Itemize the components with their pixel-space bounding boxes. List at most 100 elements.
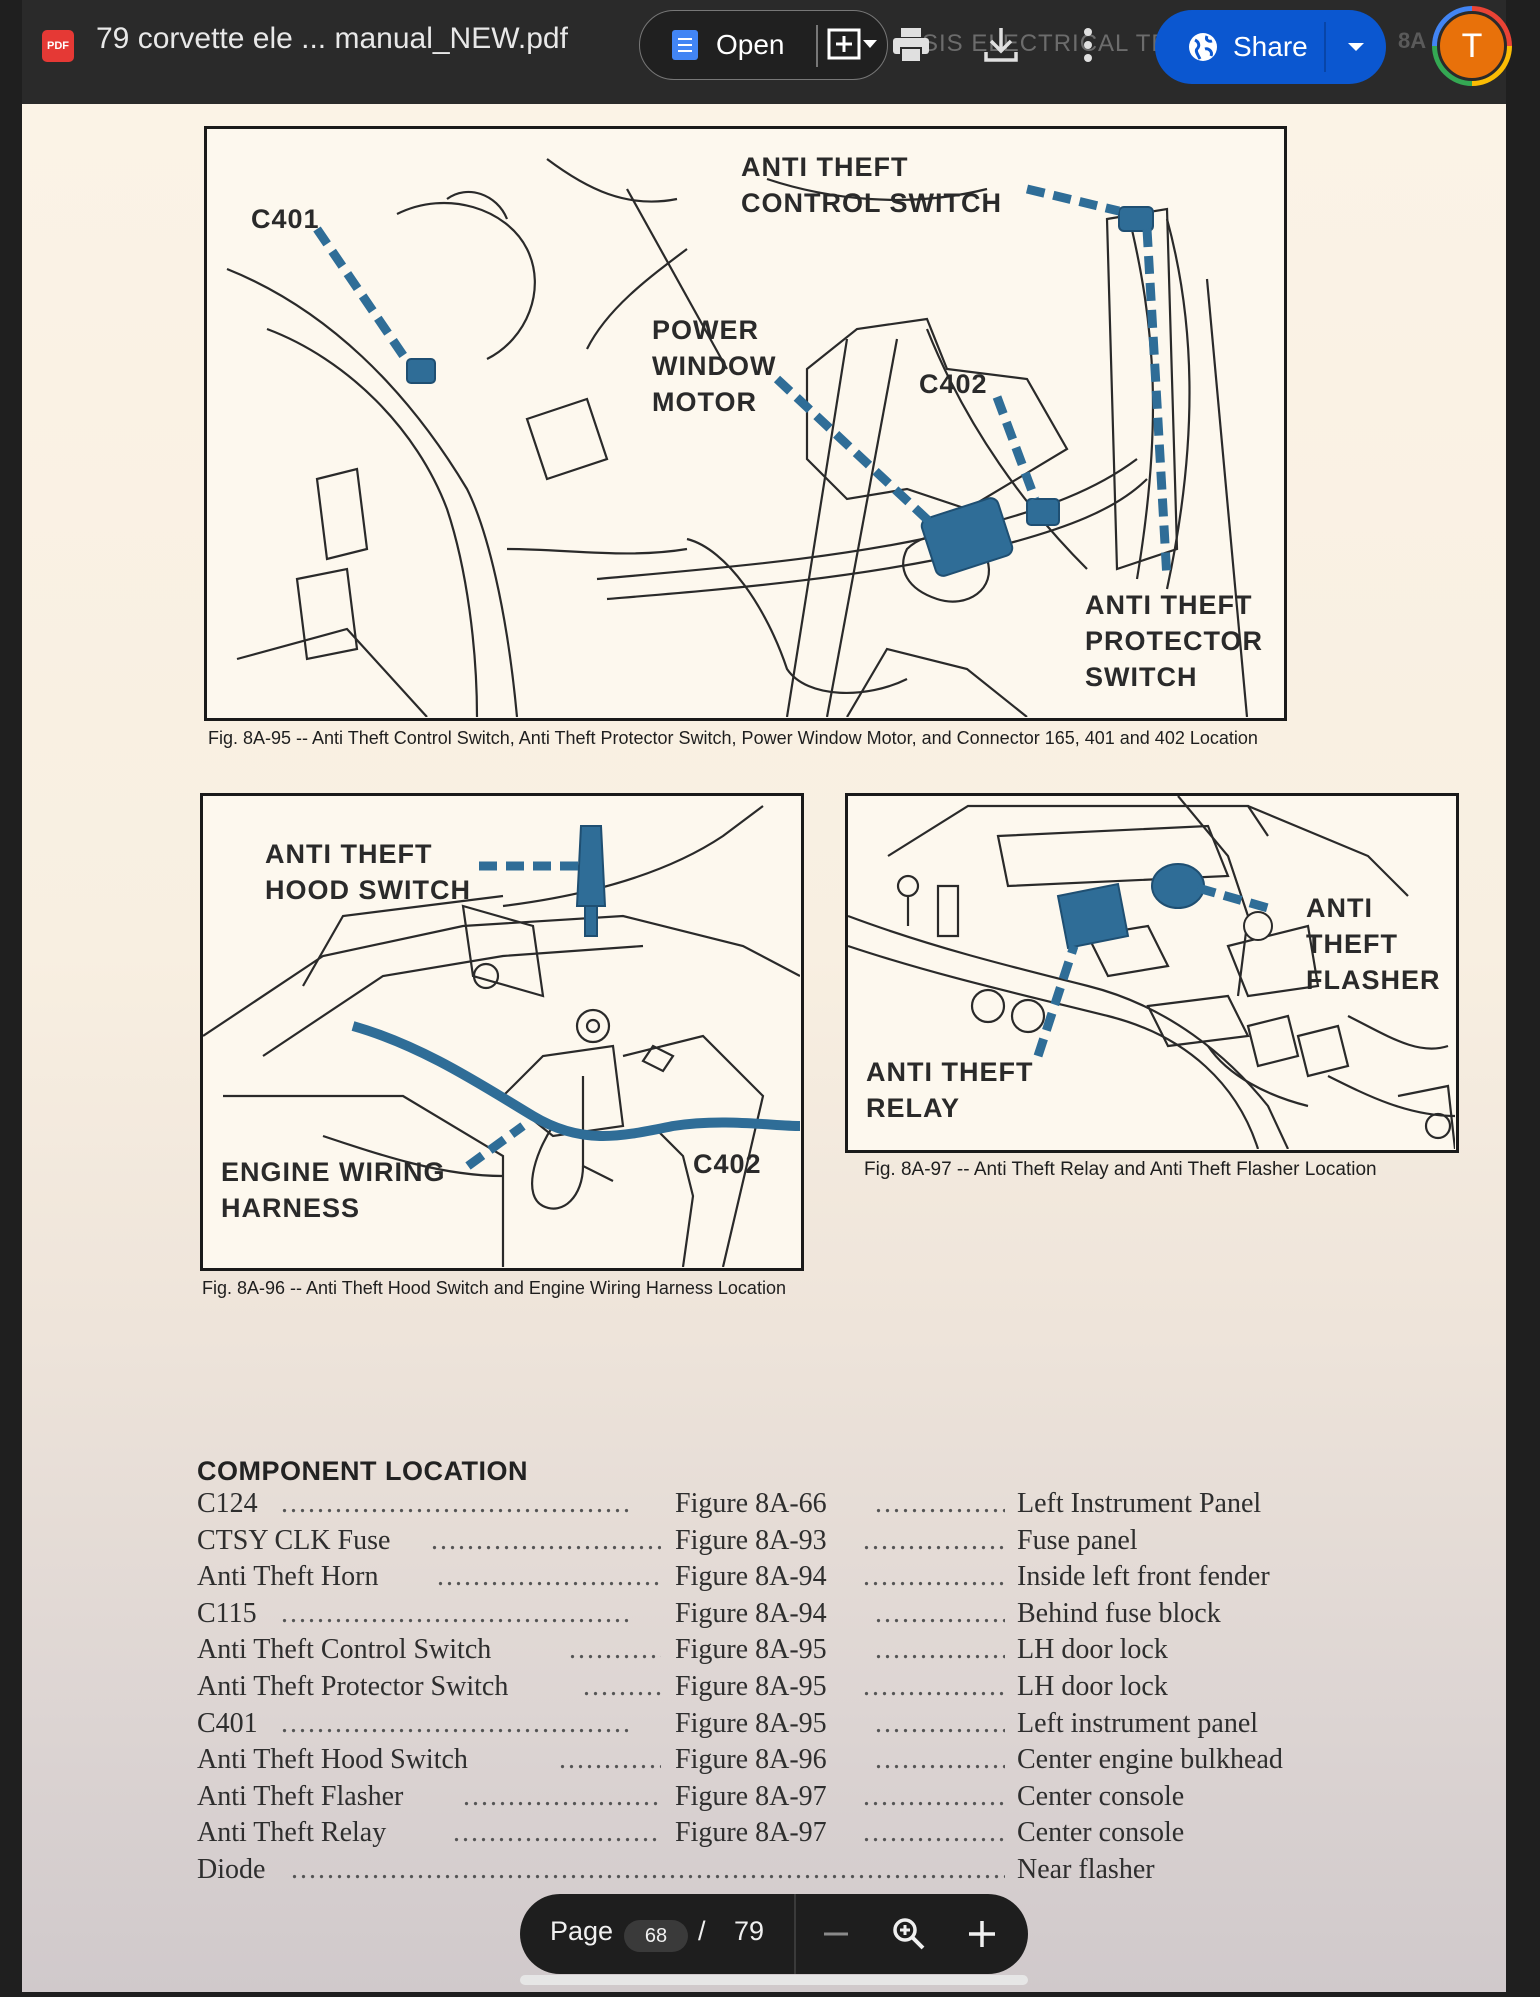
more-options-button[interactable] xyxy=(1065,22,1111,68)
component-location-table: C124 ...................................… xyxy=(197,1488,1377,1891)
pdf-file-icon: PDF xyxy=(42,30,74,62)
component-location: Inside left front fender xyxy=(1017,1561,1270,1593)
globe-icon xyxy=(1189,33,1217,61)
label-anti-theft-flasher: ANTI THEFT FLASHER xyxy=(1306,893,1441,995)
label-anti-theft-hood-switch: ANTI THEFT HOOD SWITCH xyxy=(265,839,471,905)
component-figure: Figure 8A-66 xyxy=(675,1488,827,1519)
label-anti-theft-control-switch: ANTI THEFT CONTROL SWITCH xyxy=(741,152,1002,218)
page-navigation-bar: Page 68 / 79 xyxy=(520,1894,1028,1974)
component-name: Anti Theft Flasher xyxy=(197,1780,404,1812)
docs-icon xyxy=(672,30,698,60)
component-figure: Figure 8A-96 xyxy=(675,1744,827,1776)
table-row: Anti Theft Flasher .....................… xyxy=(197,1780,1185,1812)
print-button[interactable] xyxy=(888,22,934,68)
figure-8a-96: ANTI THEFT HOOD SWITCH ENGINE WIRING HAR… xyxy=(200,793,804,1271)
share-button-label: Share xyxy=(1233,31,1308,62)
open-with-button[interactable] xyxy=(818,11,888,79)
zoom-out-button[interactable] xyxy=(814,1912,858,1956)
component-figure: Figure 8A-97 xyxy=(675,1780,827,1812)
component-figure: Figure 8A-93 xyxy=(675,1524,827,1556)
table-row: Anti Theft Relay .......................… xyxy=(197,1817,1185,1849)
component-figure: Figure 8A-95 xyxy=(675,1707,827,1739)
component-figure: Figure 8A-95 xyxy=(675,1634,827,1666)
figure-8a-95: C401 ANTI THEFT CONTROL SWITCH POWER WIN… xyxy=(204,126,1287,721)
component-figure: Figure 8A-95 xyxy=(675,1670,827,1702)
figure-8a-97: ANTI THEFT FLASHER ANTI THEFT RELAY xyxy=(845,793,1459,1153)
component-figure: Figure 8A-97 xyxy=(675,1817,827,1849)
label-power-window-motor: POWER WINDOW MOTOR xyxy=(652,315,777,417)
component-figure: Figure 8A-94 xyxy=(675,1597,827,1629)
label-c402: C402 xyxy=(919,369,988,399)
horizontal-scrollbar[interactable] xyxy=(520,1975,1028,1985)
label-c402-fig96: C402 xyxy=(693,1149,762,1179)
component-name: Anti Theft Horn xyxy=(197,1561,379,1593)
zoom-in-button[interactable] xyxy=(960,1912,1004,1956)
component-name: CTSY CLK Fuse xyxy=(197,1524,391,1556)
table-row: Anti Theft Control Switch ............ F… xyxy=(197,1634,1168,1666)
page-bar-divider xyxy=(794,1894,796,1974)
pdf-page: C401 ANTI THEFT CONTROL SWITCH POWER WIN… xyxy=(22,104,1506,1992)
table-row: Anti Theft Protector Switch .......... F… xyxy=(197,1670,1168,1702)
hood-switch-illustration xyxy=(203,805,800,1267)
open-with-icon xyxy=(827,28,877,60)
caption-fig-8a-95: Fig. 8A-95 -- Anti Theft Control Switch,… xyxy=(208,728,1258,748)
caption-fig-8a-97: Fig. 8A-97 -- Anti Theft Relay and Anti … xyxy=(864,1159,1377,1180)
zoom-button[interactable] xyxy=(887,1912,931,1956)
viewer-toolbar: PDF 79 corvette ele ... manual_NEW.pdf S… xyxy=(22,0,1512,104)
component-location: Near flasher xyxy=(1017,1853,1155,1885)
component-location: Center console xyxy=(1017,1817,1185,1849)
table-row: C124 ...................................… xyxy=(197,1488,1262,1519)
dropdown-icon xyxy=(1348,43,1364,51)
component-location: Center engine bulkhead xyxy=(1017,1744,1283,1776)
door-wiring-illustration xyxy=(226,158,1249,717)
download-button[interactable] xyxy=(978,22,1024,68)
background-page-header: SIS ELECTRICAL TR xyxy=(922,30,1170,57)
open-divider xyxy=(816,25,818,67)
label-c401: C401 xyxy=(251,204,320,234)
caption-fig-8a-96: Fig. 8A-96 -- Anti Theft Hood Switch and… xyxy=(202,1278,786,1298)
page-separator: / xyxy=(698,1916,706,1946)
component-location: Left instrument panel xyxy=(1017,1707,1259,1739)
share-options-button[interactable] xyxy=(1326,10,1386,84)
relay-flasher-illustration xyxy=(848,796,1455,1149)
table-row: CTSY CLK Fuse ..........................… xyxy=(197,1524,1138,1556)
component-name: Diode xyxy=(197,1853,266,1885)
component-location: Center console xyxy=(1017,1780,1185,1812)
component-name: Anti Theft Protector Switch xyxy=(197,1670,509,1702)
account-avatar-button[interactable]: T xyxy=(1432,6,1512,86)
component-location: Behind fuse block xyxy=(1017,1597,1221,1629)
component-name: Anti Theft Hood Switch xyxy=(197,1744,468,1776)
component-name: C124 xyxy=(197,1488,258,1519)
component-location: LH door lock xyxy=(1017,1634,1168,1666)
page-number-input[interactable]: 68 xyxy=(624,1920,688,1952)
open-button-label: Open xyxy=(716,29,785,60)
zoom-in-icon xyxy=(969,1921,995,1947)
share-button[interactable]: Share xyxy=(1155,10,1324,84)
download-icon xyxy=(984,28,1018,62)
component-name: C115 xyxy=(197,1597,257,1629)
open-button[interactable]: Open xyxy=(640,11,816,79)
open-button-group: Open xyxy=(639,10,888,80)
table-row: C401 ...................................… xyxy=(197,1707,1259,1739)
avatar: T xyxy=(1437,11,1507,81)
component-location: Left Instrument Panel xyxy=(1017,1488,1262,1519)
page-total: 79 xyxy=(734,1916,765,1946)
print-icon xyxy=(893,28,929,63)
table-row: C115 ...................................… xyxy=(197,1597,1221,1629)
table-row: Anti Theft Hood Switch ............. Fig… xyxy=(197,1744,1283,1776)
table-row: Diode ..................................… xyxy=(197,1853,1155,1885)
component-name: Anti Theft Relay xyxy=(197,1817,387,1849)
component-location: LH door lock xyxy=(1017,1670,1168,1702)
component-figure: Figure 8A-94 xyxy=(675,1561,827,1593)
share-button-group: Share xyxy=(1155,10,1386,84)
component-location-heading: COMPONENT LOCATION xyxy=(197,1456,528,1486)
label-anti-theft-relay: ANTI THEFT RELAY xyxy=(866,1057,1034,1123)
component-name: Anti Theft Control Switch xyxy=(197,1634,492,1666)
more-vert-icon xyxy=(1084,28,1092,62)
table-row: Anti Theft Horn ........................… xyxy=(197,1561,1270,1593)
label-engine-wiring-harness: ENGINE WIRING HARNESS xyxy=(221,1157,446,1223)
component-location: Fuse panel xyxy=(1017,1524,1138,1556)
component-name: C401 xyxy=(197,1707,258,1739)
share-divider xyxy=(1324,22,1326,72)
zoom-icon xyxy=(893,1918,925,1950)
